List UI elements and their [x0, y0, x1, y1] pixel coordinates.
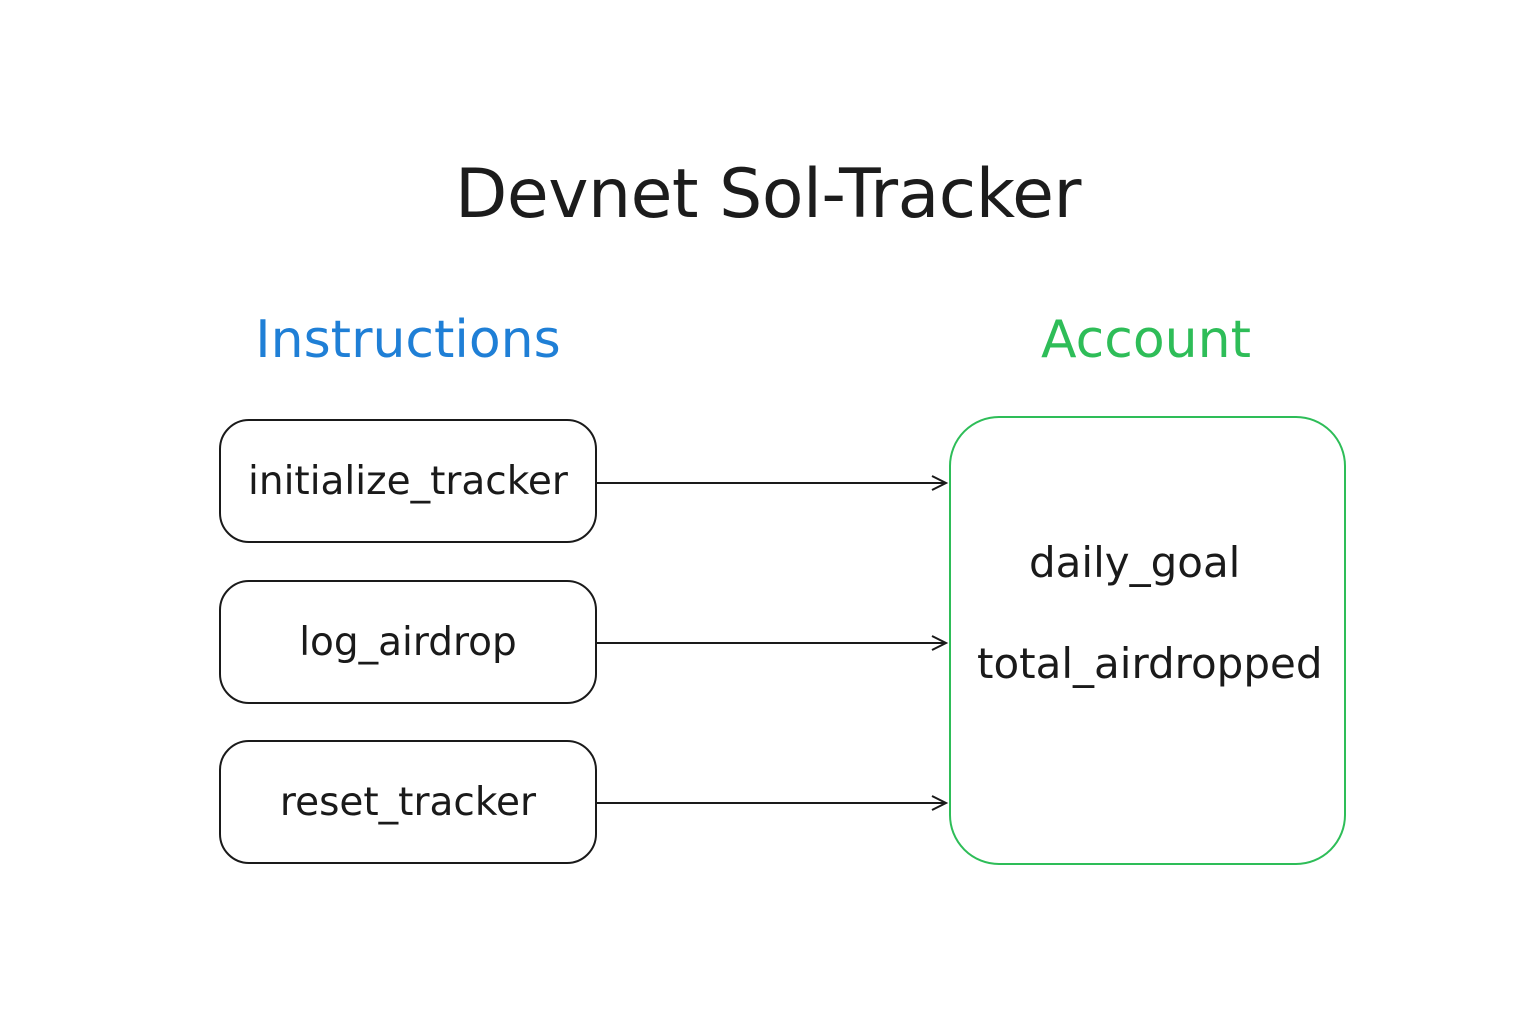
arrow-initialize-to-account [597, 475, 949, 491]
account-field-daily-goal: daily_goal [1029, 538, 1241, 587]
instructions-heading: Instructions [255, 310, 561, 370]
instruction-label: reset_tracker [279, 779, 537, 825]
instruction-box-log-airdrop: log_airdrop [219, 580, 597, 704]
instruction-box-initialize-tracker: initialize_tracker [219, 419, 597, 543]
arrow-reset-to-account [597, 795, 949, 811]
instruction-box-reset-tracker: reset_tracker [219, 740, 597, 864]
diagram-title: Devnet Sol-Tracker [455, 155, 1081, 234]
account-heading: Account [1041, 310, 1251, 370]
account-field-total-airdropped: total_airdropped [977, 639, 1323, 688]
account-box [949, 416, 1346, 865]
instruction-label: log_airdrop [299, 619, 517, 665]
instruction-label: initialize_tracker [248, 458, 568, 504]
arrow-log-airdrop-to-account [597, 635, 949, 651]
